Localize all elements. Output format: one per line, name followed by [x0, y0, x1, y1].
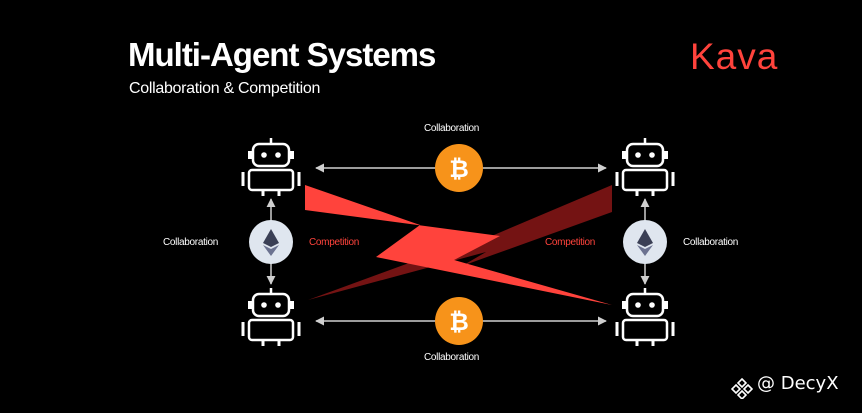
bitcoin-icon	[435, 144, 483, 192]
watermark-handle: @ DecyX	[757, 373, 839, 394]
bitcoin-icon	[435, 297, 483, 345]
binance-diamond-icon	[731, 377, 753, 399]
label-collaboration-top: Collaboration	[424, 123, 480, 134]
slide-title: Multi-Agent Systems	[128, 36, 436, 73]
ethereum-icon	[623, 220, 667, 264]
label-collaboration-left: Collaboration	[163, 237, 219, 248]
competition-bolt-red	[305, 185, 612, 305]
slide-subtitle: Collaboration & Competition	[129, 80, 321, 97]
robot-icon	[615, 286, 675, 348]
kava-logo: Kava	[690, 36, 779, 77]
label-collaboration-bottom: Collaboration	[424, 352, 480, 363]
label-competition-right: Competition	[545, 237, 596, 248]
robot-icon	[241, 286, 301, 348]
label-collaboration-right: Collaboration	[683, 237, 739, 248]
robot-icon	[241, 136, 301, 198]
robot-icon	[615, 136, 675, 198]
ethereum-icon	[249, 220, 293, 264]
label-competition-left: Competition	[309, 237, 360, 248]
